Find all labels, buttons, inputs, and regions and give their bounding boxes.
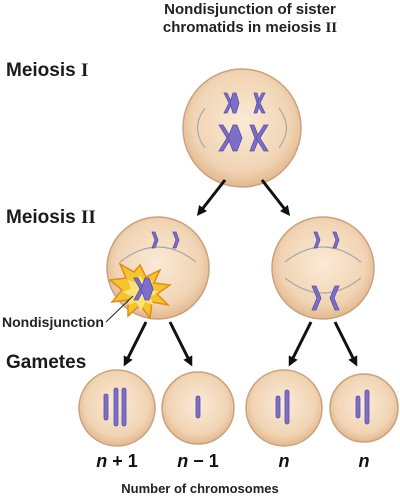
footer-caption: Number of chromosomes	[121, 481, 279, 496]
stage-word: Meiosis	[6, 60, 76, 81]
gamete-1	[78, 369, 156, 447]
chromosome-stuck	[133, 277, 154, 301]
gamete-4	[329, 373, 399, 443]
arrows-meiosis-2	[123, 321, 358, 367]
gamete-count-1: n + 1	[82, 451, 152, 472]
meiosis-1-cell	[182, 68, 302, 188]
title-line-2: chromatids in meiosis II	[110, 19, 390, 37]
chromosome-pair	[218, 92, 269, 152]
gamete-3	[245, 369, 323, 447]
count-var: n	[358, 451, 370, 471]
count-var: n	[96, 451, 108, 471]
gamete-count-4: n	[329, 451, 399, 472]
nondisjunction-pointer	[105, 295, 134, 323]
title-line-1: Nondisjunction of sister	[164, 1, 336, 18]
count-suffix: + 1	[107, 451, 138, 471]
meiosis-2-cell-right	[271, 216, 375, 320]
stage-label-meiosis-1: Meiosis I	[6, 60, 88, 82]
count-var: n	[177, 451, 189, 471]
stage-word: Gametes	[6, 352, 87, 373]
meiosis-2-cell-left	[106, 216, 210, 320]
stage-word: Meiosis	[6, 207, 76, 228]
count-suffix: − 1	[188, 451, 219, 471]
nondisjunction-label: Nondisjunction	[2, 314, 104, 330]
chromosome-right	[311, 231, 340, 311]
stage-roman: II	[80, 207, 96, 228]
stage-label-meiosis-2: Meiosis II	[6, 207, 96, 229]
title-roman: II	[325, 20, 338, 36]
title-line-2-text: chromatids in meiosis	[162, 19, 322, 36]
gamete-count-3: n	[249, 451, 319, 472]
diagram-title: Nondisjunction of sister chromatids in m…	[110, 1, 390, 37]
gamete-count-2: n − 1	[163, 451, 233, 472]
stage-label-gametes: Gametes	[6, 352, 86, 374]
chromosome-left-top	[151, 231, 180, 249]
count-var: n	[278, 451, 290, 471]
stage-roman: I	[80, 60, 89, 81]
arrows-meiosis-1	[196, 179, 291, 216]
gamete-2	[161, 371, 235, 445]
